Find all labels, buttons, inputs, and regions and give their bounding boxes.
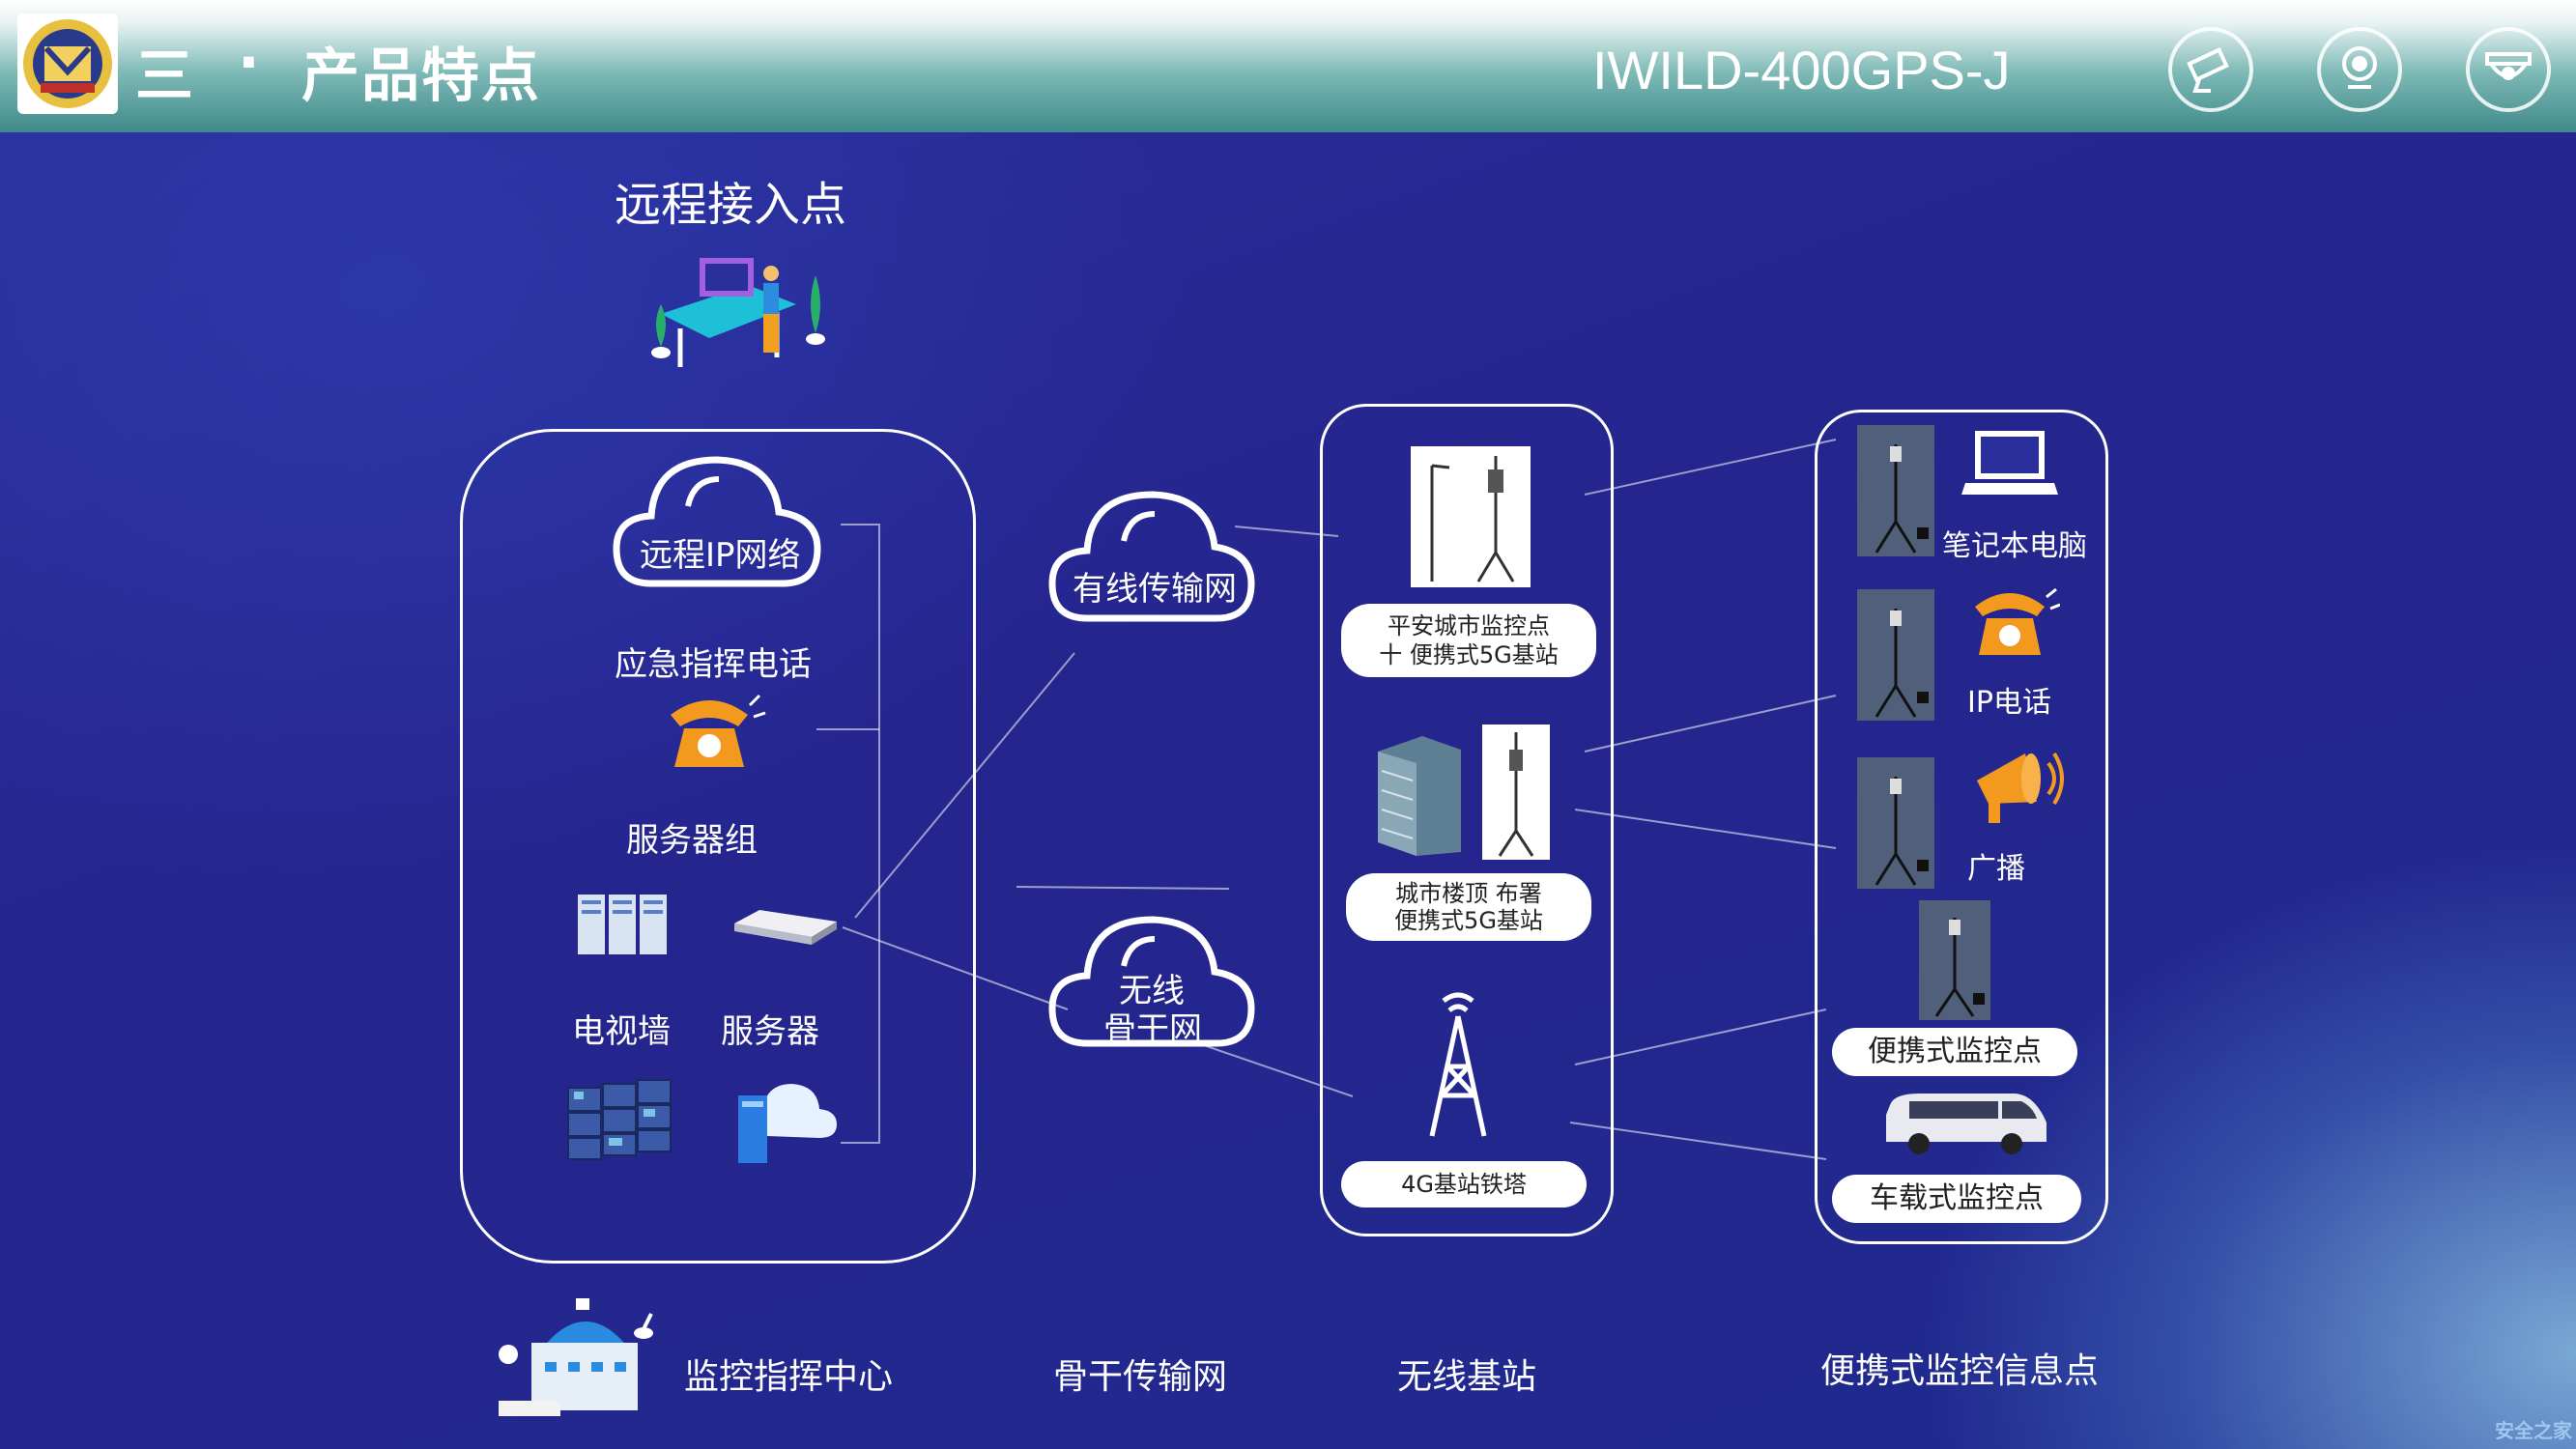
monitoring-pole-image [1411, 446, 1531, 587]
broadcast-label: 广播 [1967, 852, 2025, 886]
portable-point-pill: 便携式监控点 [1832, 1028, 2077, 1076]
laptop-icon [1961, 427, 2058, 500]
4g-tower-pill: 4G基站铁塔 [1341, 1161, 1587, 1208]
laptop-label: 笔记本电脑 [1942, 529, 2087, 563]
rooftop-5g-line1: 城市楼顶 布署 [1395, 880, 1542, 907]
rooftop-5g-pole-image [1482, 724, 1550, 860]
city-monitoring-line1: 平安城市监控点 [1388, 612, 1550, 639]
cloud-server-icon [734, 1074, 841, 1167]
tripod-camera-2 [1857, 589, 1934, 721]
4g-tower-icon [1424, 989, 1492, 1140]
emblem-logo [17, 14, 118, 114]
header-bar [0, 0, 2576, 132]
watermark-logo: 安全之家 [2495, 1419, 2572, 1442]
section-number: 三 [135, 43, 193, 110]
workstation-icon [642, 246, 835, 372]
tripod-camera-4 [1919, 900, 1990, 1020]
vehicle-van-icon [1880, 1088, 2050, 1155]
telephone-icon [661, 686, 767, 773]
remote-ip-cloud [613, 456, 821, 587]
webcam-icon[interactable] [2317, 27, 2402, 112]
server-label: 服务器 [721, 1012, 819, 1051]
rooftop-5g-pill: 城市楼顶 布署 便携式5G基站 [1346, 873, 1591, 941]
video-wall-icon [566, 1078, 676, 1161]
server-group-label: 服务器组 [626, 821, 758, 860]
command-center-panel [460, 429, 976, 1264]
wired-network-cloud [1048, 491, 1255, 622]
wireless-network-cloud [1048, 916, 1255, 1047]
command-center-icon [479, 1294, 657, 1426]
city-monitoring-pill: 平安城市监控点 十 便携式5G基站 [1341, 604, 1596, 677]
wireless-network-label-2: 骨干网 [1103, 1010, 1202, 1049]
model-name: IWILD-400GPS-J [1592, 40, 2011, 100]
backbone-network-label: 骨干传输网 [1053, 1357, 1228, 1397]
wireless-station-label: 无线基站 [1397, 1357, 1537, 1397]
wired-network-label: 有线传输网 [1073, 570, 1237, 609]
ip-phone-label: IP电话 [1967, 686, 2051, 720]
command-center-label: 监控指挥中心 [684, 1357, 894, 1397]
page-title: 产品特点 [301, 43, 541, 110]
remote-ip-label: 远程IP网络 [640, 536, 801, 575]
portable-info-label: 便携式监控信息点 [1820, 1351, 2100, 1391]
camera-icon[interactable] [2168, 27, 2253, 112]
tripod-camera-1 [1857, 425, 1934, 556]
broadcast-megaphone-icon [1967, 742, 2068, 829]
vehicle-point-pill: 车载式监控点 [1832, 1175, 2081, 1223]
server-icon [730, 906, 841, 947]
info-point-panel [1815, 410, 2108, 1244]
wireless-network-label-1: 无线 [1119, 972, 1185, 1010]
video-wall-label: 电视墙 [572, 1012, 671, 1051]
title-separator: · [238, 29, 260, 97]
remote-access-title: 远程接入点 [615, 178, 847, 232]
tripod-camera-3 [1857, 757, 1934, 889]
ip-phone-icon [1967, 580, 2061, 659]
emergency-phone-label: 应急指挥电话 [615, 645, 812, 684]
dome-camera-icon[interactable] [2466, 27, 2551, 112]
base-station-panel [1320, 404, 1614, 1236]
rooftop-5g-line2: 便携式5G基站 [1394, 907, 1543, 934]
building-icon [1368, 732, 1471, 858]
server-group-icon [576, 891, 669, 958]
city-monitoring-line2: 十 便携式5G基站 [1379, 641, 1559, 668]
